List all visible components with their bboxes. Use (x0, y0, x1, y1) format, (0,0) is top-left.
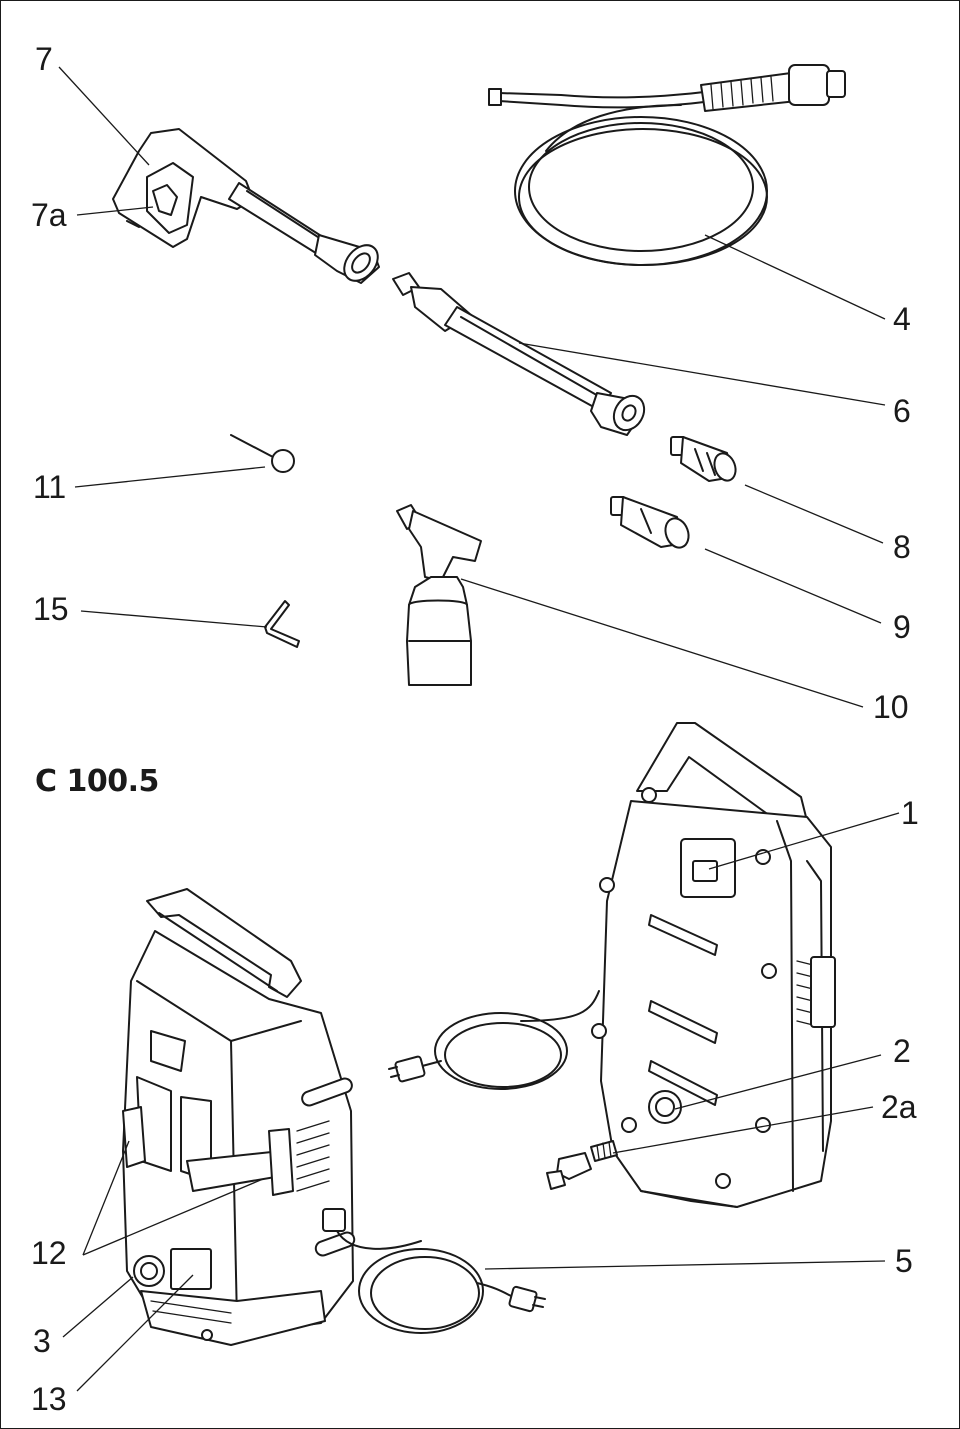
inlet-adapter-drawing (546, 1140, 618, 1190)
callout-13: 13 (31, 1381, 67, 1417)
callout-1: 1 (901, 795, 919, 831)
callout-4: 4 (893, 301, 911, 337)
callout-6: 6 (893, 393, 911, 429)
callout-9: 9 (893, 609, 911, 645)
foam-sprayer-drawing (396, 504, 482, 686)
leader-2 (674, 1054, 882, 1110)
nozzle-9-drawing (610, 496, 690, 549)
leader-15 (80, 610, 268, 628)
machine-back-drawing (122, 888, 546, 1346)
callout-7a: 7a (31, 197, 67, 233)
callout-3: 3 (33, 1323, 51, 1359)
leader-10 (460, 578, 864, 708)
leader-12a (82, 1140, 130, 1256)
callout-15: 15 (33, 591, 69, 627)
callout-2: 2 (893, 1033, 911, 1069)
leader-8 (744, 484, 884, 544)
leader-7a (76, 206, 154, 216)
callout-2a: 2a (881, 1089, 917, 1125)
callout-11: 11 (33, 469, 67, 505)
leader-lines (58, 66, 900, 1392)
model-label: C 100.5 (35, 764, 159, 799)
nozzle-cleaner-drawing (230, 434, 295, 473)
leader-11 (74, 466, 266, 488)
callout-10: 10 (873, 689, 909, 725)
nozzle-8-drawing (670, 436, 737, 482)
leader-7 (58, 66, 150, 166)
leader-9 (704, 548, 882, 624)
machine-front-drawing (388, 722, 836, 1208)
leader-2a (612, 1106, 874, 1154)
leader-3 (62, 1276, 134, 1338)
callout-7: 7 (35, 41, 53, 77)
hex-key-drawing (264, 600, 300, 648)
callout-8: 8 (893, 529, 911, 565)
leader-1 (708, 812, 900, 870)
hose-drawing (488, 64, 846, 266)
leader-6 (518, 342, 886, 406)
callout-5: 5 (895, 1243, 913, 1279)
spray-lance-drawing (392, 272, 646, 436)
callout-12: 12 (31, 1235, 67, 1271)
trigger-gun-drawing (112, 128, 380, 284)
leader-5 (484, 1260, 886, 1270)
leader-12b (82, 1178, 264, 1256)
leader-13 (76, 1274, 194, 1392)
leader-4 (704, 234, 886, 320)
